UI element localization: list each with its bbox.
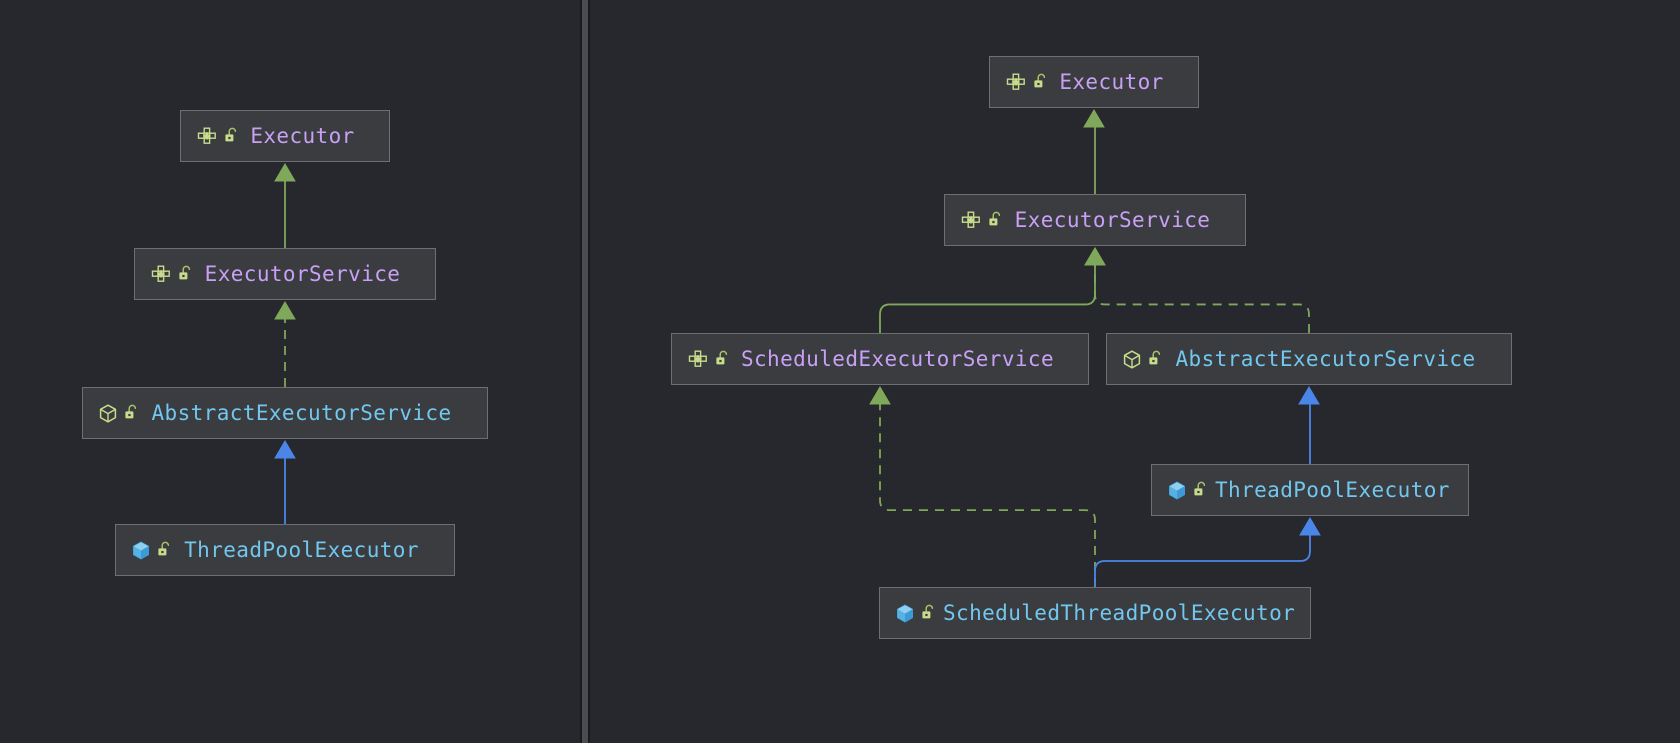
node-icons [896, 604, 937, 623]
node-icons [961, 211, 1004, 229]
uml-node-r-threadpool[interactable]: ThreadPoolExecutor [1151, 464, 1469, 516]
uml-node-r-scheduledtp[interactable]: ScheduledThreadPoolExecutor [879, 587, 1311, 639]
unlock-icon [224, 127, 240, 145]
uml-node-r-executor[interactable]: Executor [989, 56, 1199, 108]
node-label: ExecutorService [1014, 208, 1211, 232]
uml-node-l-threadpool[interactable]: ThreadPoolExecutor [115, 524, 455, 576]
abstract-class-icon [1123, 349, 1141, 369]
right-diagram-panel[interactable]: Executor ExecutorService [590, 0, 1680, 743]
node-label: ScheduledExecutorService [740, 347, 1055, 371]
edge-arrowhead [1084, 247, 1106, 266]
node-icons [197, 127, 240, 145]
edge-arrowhead [1299, 517, 1321, 536]
interface-icon [688, 350, 708, 368]
edge-arrowhead [1298, 386, 1320, 405]
unlock-icon [715, 350, 731, 368]
class-icon [132, 541, 150, 560]
node-label: AbstractExecutorService [1175, 347, 1476, 371]
edge-arrowhead [869, 386, 891, 405]
node-icons [1168, 481, 1209, 500]
unlock-icon [1148, 350, 1164, 368]
uml-node-l-abstract[interactable]: AbstractExecutorService [82, 387, 488, 439]
left-diagram-panel[interactable]: Executor ExecutorService [0, 0, 580, 743]
unlock-icon [157, 541, 173, 559]
edge-arrowhead [274, 440, 296, 459]
unlock-icon [1033, 73, 1049, 91]
edge-arrowhead [1084, 247, 1106, 266]
unlock-icon [124, 404, 140, 422]
node-label: Executor [250, 124, 355, 148]
node-label: ThreadPoolExecutor [184, 538, 419, 562]
node-icons [1123, 349, 1164, 369]
node-icons [151, 265, 194, 283]
panel-splitter[interactable] [580, 0, 590, 743]
class-icon [896, 604, 914, 623]
edge-arrowhead [1083, 109, 1105, 128]
abstract-class-icon [99, 403, 117, 423]
class-icon [1168, 481, 1186, 500]
edge-r-scheduledtp-to-r-threadpool [1094, 535, 1311, 587]
unlock-icon [1193, 481, 1209, 499]
unlock-icon [988, 211, 1004, 229]
edge-r-scheduled-to-r-executorservice [879, 265, 1096, 333]
node-label: ScheduledThreadPoolExecutor [943, 601, 1296, 625]
interface-icon [961, 211, 981, 229]
interface-icon [1006, 73, 1026, 91]
node-icons [132, 541, 173, 560]
edge-arrowhead [274, 163, 296, 182]
uml-node-r-abstract[interactable]: AbstractExecutorService [1106, 333, 1512, 385]
node-icons [99, 403, 140, 423]
node-icons [1006, 73, 1049, 91]
uml-node-l-executorservice[interactable]: ExecutorService [134, 248, 436, 300]
node-label: ThreadPoolExecutor [1215, 478, 1450, 502]
node-icons [688, 350, 731, 368]
edge-r-abstract-to-r-executorservice [1094, 265, 1310, 333]
unlock-icon [921, 604, 937, 622]
uml-node-r-executorservice[interactable]: ExecutorService [944, 194, 1246, 246]
unlock-icon [178, 265, 194, 283]
interface-icon [197, 127, 217, 145]
node-label: ExecutorService [204, 262, 401, 286]
node-label: AbstractExecutorService [151, 401, 452, 425]
uml-node-l-executor[interactable]: Executor [180, 110, 390, 162]
edge-r-scheduledtp-to-r-scheduled [879, 404, 1096, 587]
node-label: Executor [1059, 70, 1164, 94]
uml-node-r-scheduled[interactable]: ScheduledExecutorService [671, 333, 1089, 385]
splitter-grip[interactable] [582, 0, 588, 743]
edge-arrowhead [274, 301, 296, 320]
interface-icon [151, 265, 171, 283]
